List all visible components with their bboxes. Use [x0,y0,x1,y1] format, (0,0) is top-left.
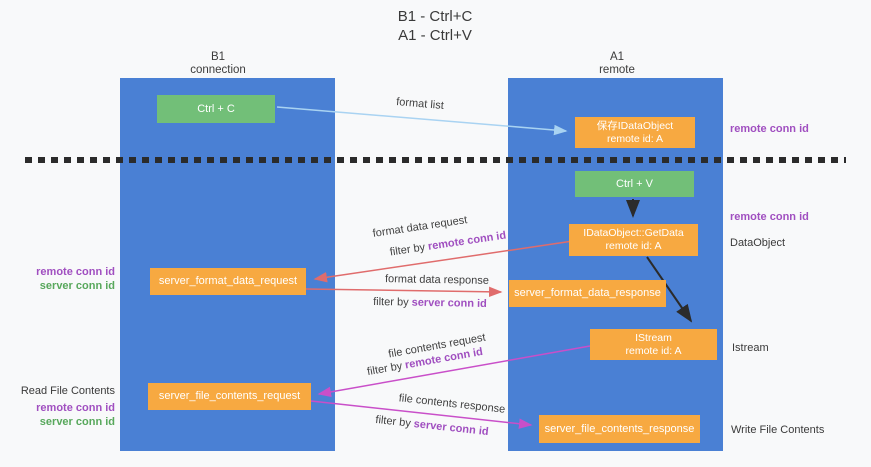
server-conn-id-key: server conn id [411,296,487,310]
node-server-format-data-request: server_format_data_request [150,268,306,295]
side-label-read-file-contents: Read File Contents [20,385,115,397]
node-idataobject-getdata-line1: IDataObject::GetData [583,227,684,239]
side-label-remote-conn-id-right-top: remote conn id [730,123,809,135]
arrow-format-data-response [305,286,503,298]
node-save-idataobject-line1: 保存IDataObject [596,119,674,132]
node-save-idataobject-line2: remote id: A [606,132,664,145]
node-server-file-contents-request: server_file_contents_request [148,383,311,410]
arrow-getdata-to-istream [646,256,693,323]
node-ctrl-c-label: Ctrl + C [197,102,235,115]
side-label-remote-conn-id-right-mid: remote conn id [730,211,809,223]
node-istream-line2: remote id: A [625,344,682,357]
node-ctrl-v: Ctrl + V [575,171,694,197]
side-label-dataobject: DataObject [730,237,786,249]
node-server-file-contents-response-label: server_file_contents_response [544,422,695,435]
node-istream: IStream remote id: A [590,329,717,360]
arrow-file-contents-request [317,345,591,398]
column-header-a1: A1 remote [557,51,677,77]
side-label-server-conn-id-left-1: server conn id [39,280,115,292]
node-server-format-data-request-label: server_format_data_request [158,275,298,287]
node-server-format-data-response-label: server_format_data_response [514,287,661,299]
filter-by-text: filter by [373,296,409,309]
node-server-format-data-response: server_format_data_response [509,280,666,307]
side-label-remote-conn-id-left-2: remote conn id [36,402,115,414]
column-a1-subtitle: remote [599,64,635,76]
node-ctrl-c: Ctrl + C [157,95,275,123]
column-b1-name: B1 [210,51,226,63]
node-idataobject-getdata-line2: remote id: A [605,240,662,252]
node-istream-line1: IStream [635,331,672,344]
side-label-write-file-contents: Write File Contents [731,424,825,436]
column-a1-name: A1 [609,51,625,63]
arrow-file-contents-response [310,400,533,429]
side-label-remote-conn-id-left-1: remote conn id [36,266,115,278]
arrow-format-list [276,106,568,136]
node-server-file-contents-request-label: server_file_contents_request [158,390,301,402]
node-idataobject-getdata: IDataObject::GetData remote id: A [569,224,698,256]
node-save-idataobject: 保存IDataObject remote id: A [575,117,695,148]
column-b1-subtitle: connection [190,64,246,76]
side-label-istream: Istream [732,342,769,354]
column-header-b1: B1 connection [158,51,278,77]
title-line-2: A1 - Ctrl+V [398,27,472,44]
node-server-file-contents-response: server_file_contents_response [539,415,700,443]
title-line-1: B1 - Ctrl+C [397,8,473,25]
side-label-server-conn-id-left-2: server conn id [39,416,115,428]
node-ctrl-v-label: Ctrl + V [616,177,653,190]
arrow-format-data-request [313,240,574,283]
diagram-title: B1 - Ctrl+C A1 - Ctrl+V [335,7,535,45]
session-separator-dashed-line [25,157,846,163]
